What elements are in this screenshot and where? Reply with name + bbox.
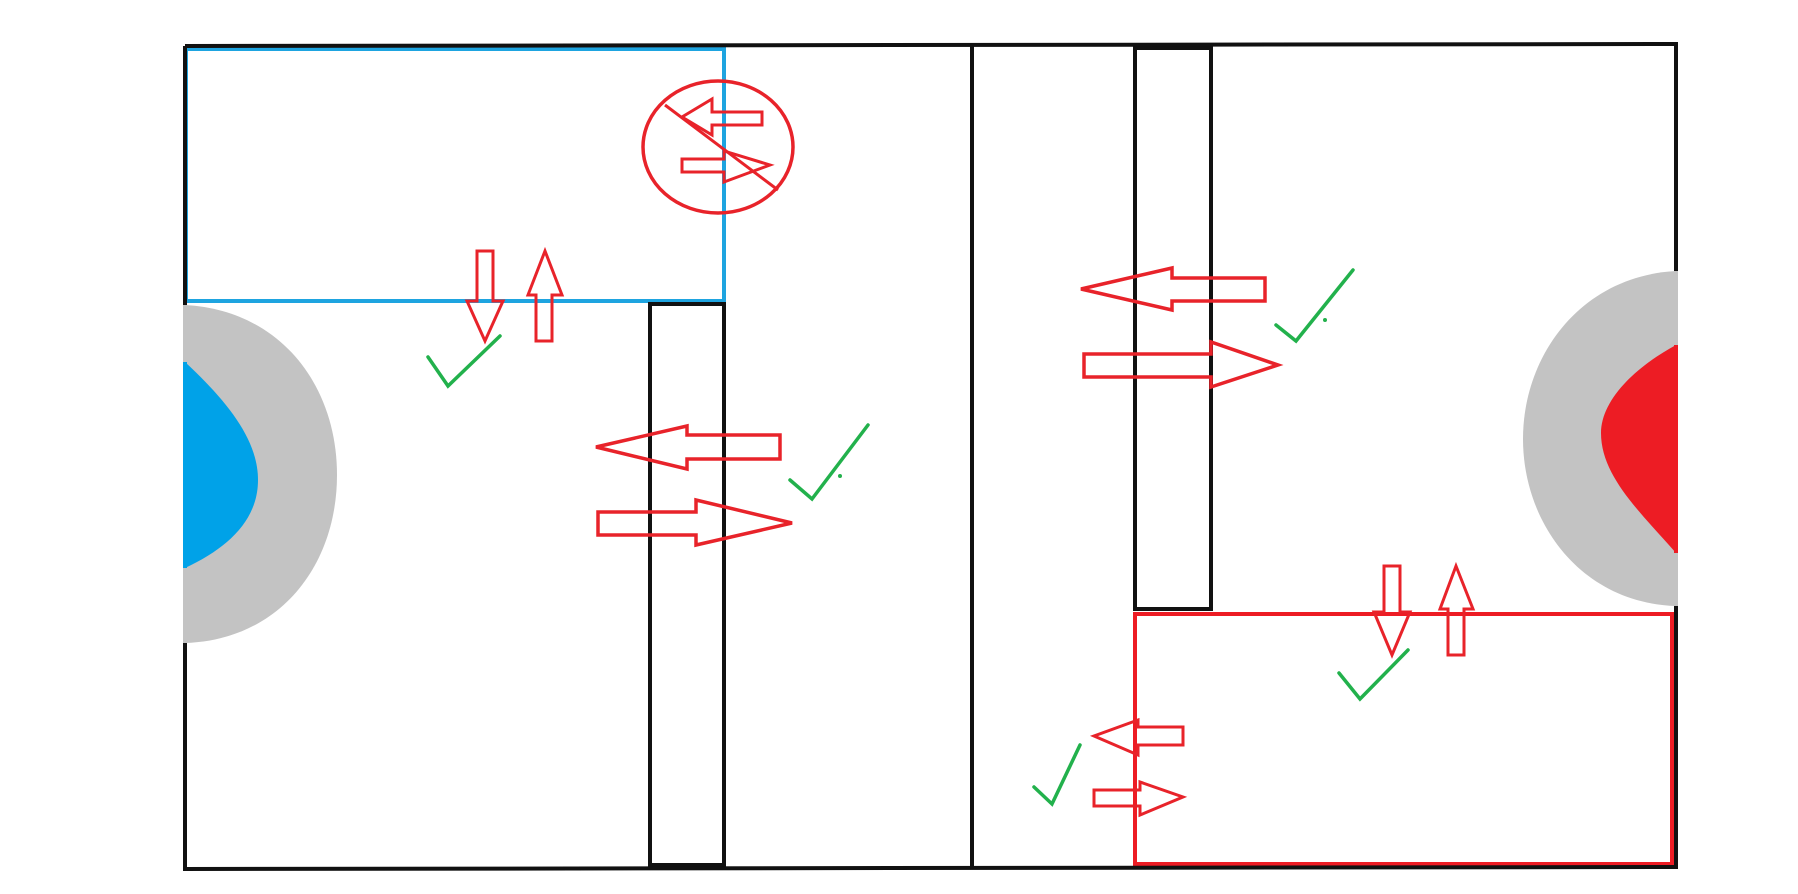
left-goal-zone: [185, 305, 337, 643]
red-zone-outline: [1133, 612, 1674, 866]
right-upper-check-icon: [1274, 268, 1355, 344]
corner-right-arrow: [680, 148, 775, 185]
left-middle-check-icon: [788, 423, 870, 502]
red-goal-area: [1601, 345, 1676, 553]
right-bottom-right-arrow: [1092, 779, 1188, 818]
left-middle-right-arrow: [596, 497, 793, 548]
right-goal-zone: [1523, 271, 1676, 606]
right-half: [1032, 46, 1676, 866]
right-upper-left-arrow: [1080, 265, 1267, 313]
blue-goal-area: [185, 362, 258, 568]
check-dot: [1323, 318, 1327, 322]
court-lines: [183, 41, 1678, 872]
corner-left-arrow: [679, 96, 764, 138]
right-upper-right-arrow: [1082, 339, 1284, 390]
right-zone-down-arrow: [1371, 564, 1413, 659]
check-dot: [838, 474, 842, 478]
right-middle-lane: [1133, 46, 1213, 611]
right-zone-check-icon: [1337, 648, 1410, 702]
left-half: [184, 47, 870, 867]
left-zone-down-arrow: [464, 249, 506, 345]
left-zone-up-arrow: [525, 246, 565, 343]
prohibited-circle: [641, 79, 795, 215]
right-bottom-left-arrow: [1089, 717, 1185, 758]
right-zone-up-arrow: [1437, 561, 1476, 657]
right-bottom-check-icon: [1032, 743, 1082, 807]
left-middle-lane: [648, 302, 726, 867]
left-zone-check-icon: [426, 334, 502, 389]
prohibited-symbol: [641, 79, 795, 215]
left-middle-left-arrow: [595, 423, 782, 472]
